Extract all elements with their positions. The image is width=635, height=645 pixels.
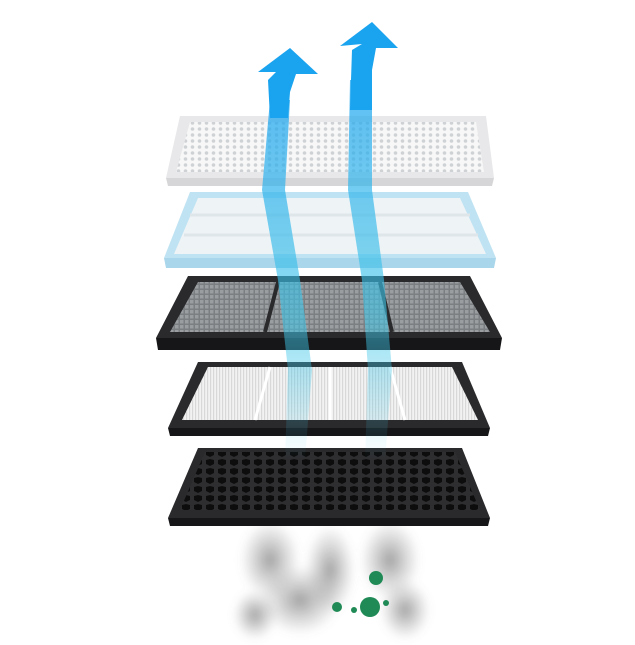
germ-icon [332, 571, 389, 617]
clean-air-stream [262, 80, 392, 460]
mesh-filter-layer [166, 116, 494, 186]
hepa-filter-layer [168, 362, 490, 436]
blue-filter-layer [164, 192, 496, 268]
honeycomb-filter-layer [168, 448, 490, 526]
carbon-grid-filter-layer [156, 276, 502, 350]
arrow-up-icon [258, 22, 398, 118]
smoke-cloud [233, 520, 430, 640]
